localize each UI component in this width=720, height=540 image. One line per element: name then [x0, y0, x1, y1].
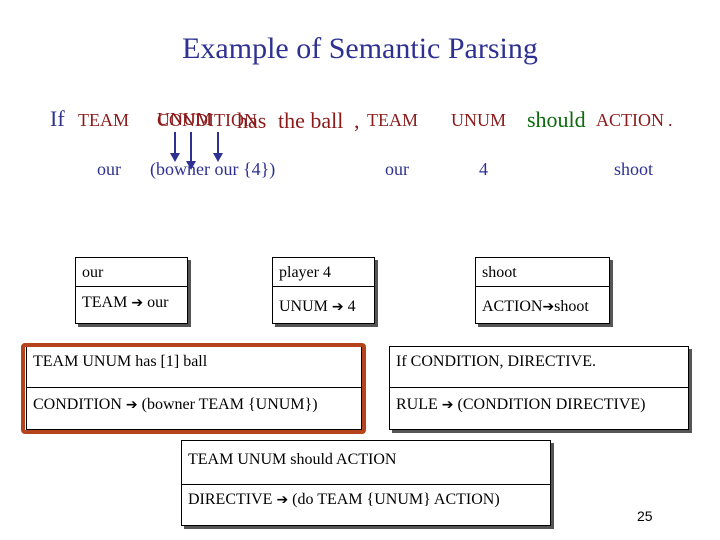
- box-directive-line2: DIRECTIVE ➔ (do TEAM {UNUM} ACTION): [188, 491, 500, 508]
- box-divider: [27, 387, 361, 388]
- word-should: should: [527, 107, 586, 132]
- arrow-icon: ➔: [441, 397, 454, 413]
- box-directive-line1: TEAM UNUM should ACTION: [188, 451, 397, 468]
- box-divider: [182, 484, 550, 485]
- box-action-line1: shoot: [482, 264, 517, 281]
- word-period: .: [668, 110, 673, 130]
- box-team-line1: our: [82, 264, 104, 281]
- box-divider: [390, 387, 688, 388]
- arrow-icon: ➔: [276, 492, 289, 508]
- word-if: If: [50, 106, 65, 131]
- box-divider: [476, 286, 609, 287]
- arrow-icon: ➔: [542, 299, 555, 315]
- word-action: ACTION: [596, 110, 664, 130]
- box-condition-line1: TEAM UNUM has [1] ball: [33, 353, 208, 370]
- word-unum-2: UNUM: [451, 110, 507, 130]
- page-number: 25: [637, 508, 653, 524]
- arrow-icon: ➔: [131, 295, 144, 311]
- arrow-icon: ➔: [125, 397, 138, 413]
- rule-box-condition: TEAM UNUM has [1] ball CONDITION ➔ (bown…: [26, 346, 362, 430]
- word-the-ball: the ball: [278, 108, 344, 133]
- word-condition: CONDITION: [157, 110, 257, 130]
- word-unum-overlap: UNUM: [157, 109, 213, 129]
- box-rule-line2: RULE ➔ (CONDITION DIRECTIVE): [396, 396, 646, 413]
- rule-box-unum: player 4 UNUM ➔ 4: [272, 257, 375, 324]
- slide-title: Example of Semantic Parsing: [182, 32, 538, 65]
- rule-box-directive: TEAM UNUM should ACTION DIRECTIVE ➔ (do …: [181, 440, 551, 526]
- highlight-frame: [21, 343, 366, 434]
- deriv-our-1: our: [97, 159, 121, 179]
- deriv-bowner: (bowner our {4}): [150, 159, 276, 179]
- rule-box-rule: If CONDITION, DIRECTIVE. RULE ➔ (CONDITI…: [389, 346, 689, 430]
- word-comma: ,: [354, 108, 360, 133]
- box-unum-line2: UNUM ➔ 4: [279, 298, 356, 315]
- rule-box-action: shoot ACTION➔shoot: [475, 257, 610, 324]
- arrow-icon: ➔: [331, 299, 344, 315]
- word-team-2: TEAM: [367, 110, 418, 130]
- rule-box-team: our TEAM ➔ our: [75, 257, 188, 324]
- box-divider: [76, 286, 187, 287]
- box-action-line2: ACTION➔shoot: [482, 298, 589, 315]
- deriv-four: 4: [479, 159, 488, 179]
- box-divider: [273, 286, 374, 287]
- deriv-our-2: our: [385, 159, 409, 179]
- word-has: has: [237, 108, 267, 133]
- box-unum-line1: player 4: [279, 264, 331, 281]
- box-condition-line2: CONDITION ➔ (bowner TEAM {UNUM}): [33, 396, 318, 413]
- deriv-shoot: shoot: [614, 159, 654, 179]
- box-team-line2: TEAM ➔ our: [82, 294, 169, 311]
- word-team-1: TEAM: [78, 110, 129, 130]
- box-rule-line1: If CONDITION, DIRECTIVE.: [396, 353, 596, 370]
